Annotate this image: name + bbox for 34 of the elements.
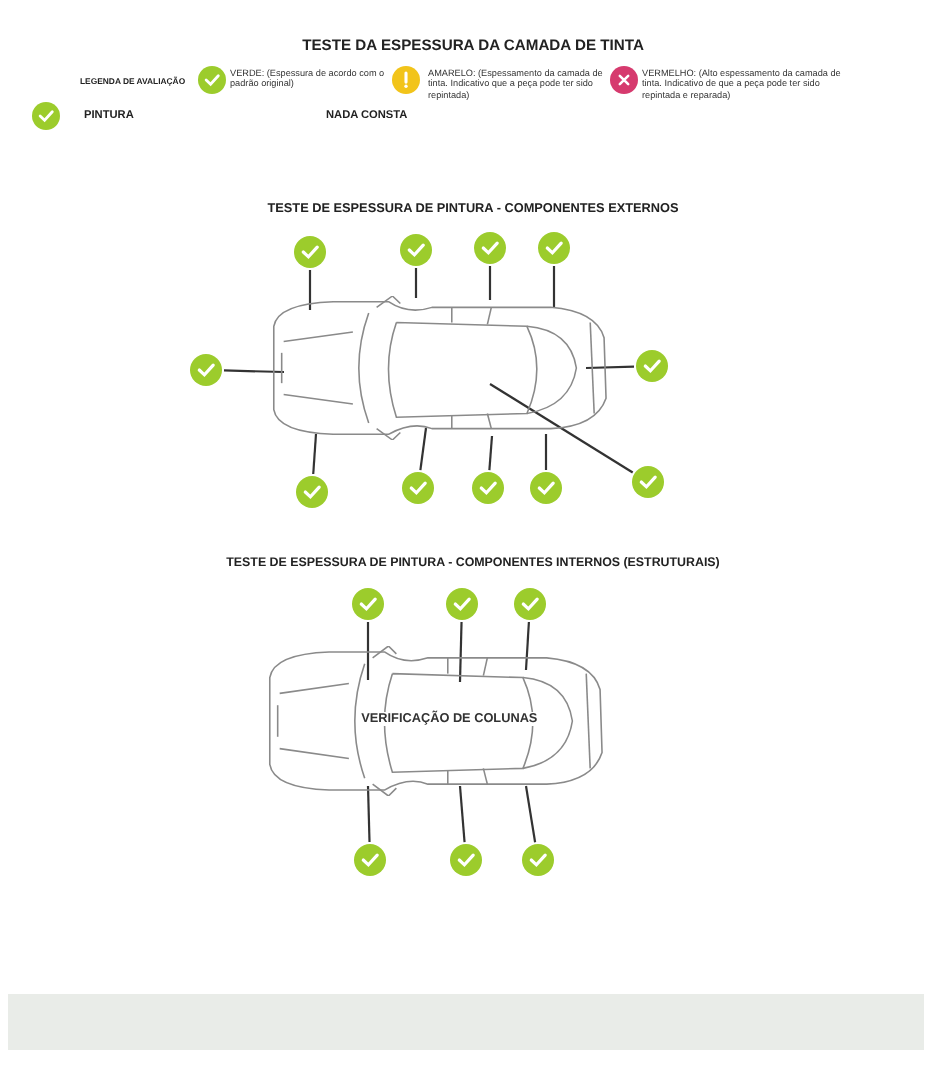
check-icon (538, 232, 570, 264)
check-icon (296, 476, 328, 508)
check-icon (446, 588, 478, 620)
leader-line (488, 266, 492, 300)
check-icon (352, 588, 384, 620)
check-icon (522, 844, 554, 876)
leader-line (458, 621, 463, 683)
check-icon (294, 236, 326, 268)
check-icon (474, 232, 506, 264)
leader-line (585, 365, 635, 370)
leader-line (223, 369, 285, 374)
leader-line (524, 621, 530, 671)
leader-line (312, 433, 318, 475)
leader-line (414, 268, 418, 298)
leader-line (552, 266, 556, 308)
check-icon (632, 466, 664, 498)
leader-line (488, 435, 494, 471)
leader-line (544, 434, 548, 470)
leader-line (489, 383, 634, 474)
leader-line (366, 785, 371, 843)
check-icon (636, 350, 668, 382)
leader-line (458, 785, 466, 843)
check-icon (402, 472, 434, 504)
leader-line (419, 427, 428, 471)
check-icon (530, 472, 562, 504)
leader-line (308, 270, 312, 310)
leader-line (366, 622, 370, 680)
check-icon (450, 844, 482, 876)
check-icon (514, 588, 546, 620)
check-icon (472, 472, 504, 504)
check-icon (354, 844, 386, 876)
check-icon (190, 354, 222, 386)
leader-line (524, 785, 537, 843)
check-icon (400, 234, 432, 266)
